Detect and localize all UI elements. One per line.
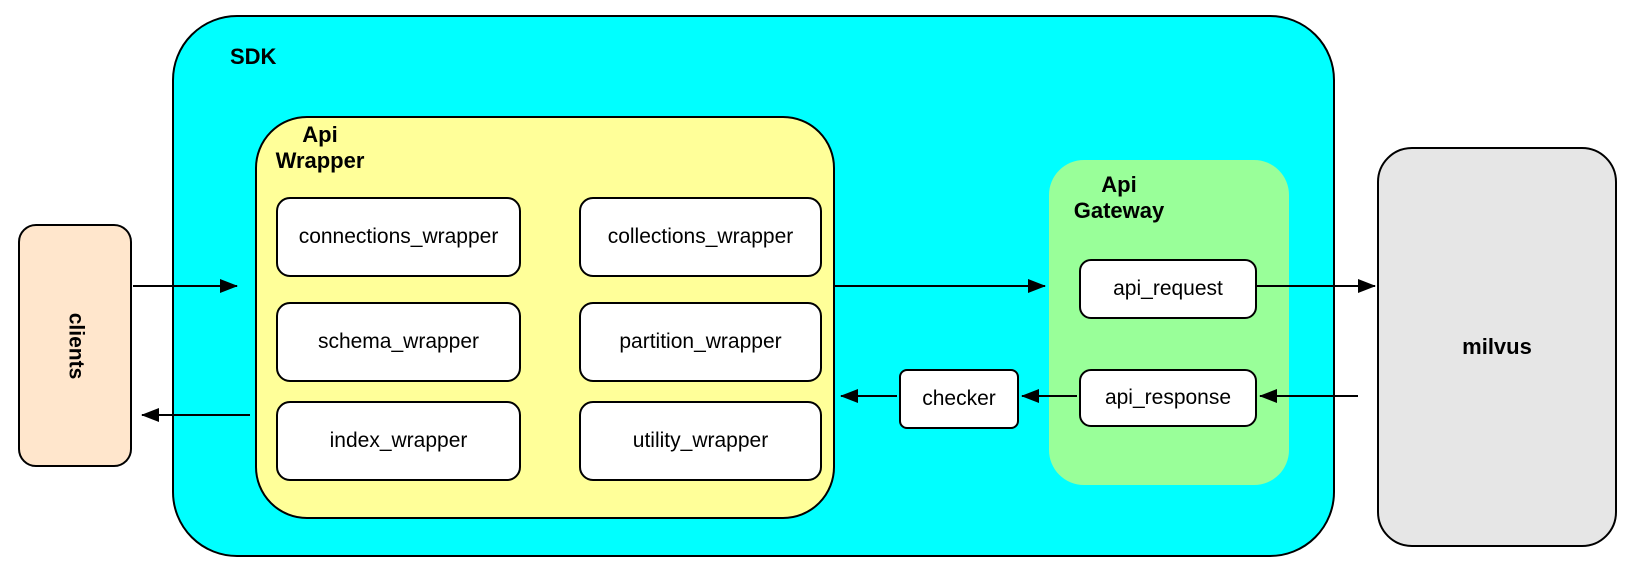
checker-node: checker bbox=[899, 369, 1019, 429]
clients-box: clients bbox=[18, 224, 132, 467]
api-wrapper-container: Api Wrapper connections_wrapper collecti… bbox=[255, 116, 835, 519]
schema-wrapper-node: schema_wrapper bbox=[276, 302, 521, 382]
api-wrapper-label: Api Wrapper bbox=[257, 122, 383, 174]
sdk-container: SDK Api Wrapper connections_wrapper coll… bbox=[172, 15, 1335, 557]
clients-label: clients bbox=[64, 312, 87, 379]
api-response-label: api_response bbox=[1104, 386, 1232, 409]
sdk-label: SDK bbox=[230, 44, 277, 69]
partition-wrapper-node: partition_wrapper bbox=[579, 302, 822, 382]
api-gateway-label: Api Gateway bbox=[1059, 172, 1179, 224]
api-wrapper-label-line1: Api bbox=[302, 122, 338, 147]
utility-wrapper-label: utility_wrapper bbox=[632, 429, 769, 452]
milvus-label: milvus bbox=[1462, 334, 1532, 359]
api-response-node: api_response bbox=[1079, 369, 1257, 427]
connections-wrapper-label: connections_wrapper bbox=[298, 225, 499, 248]
api-wrapper-label-line2: Wrapper bbox=[275, 148, 365, 173]
api-request-label: api_request bbox=[1113, 277, 1223, 300]
partition-wrapper-label: partition_wrapper bbox=[619, 330, 782, 353]
checker-label: checker bbox=[922, 387, 996, 410]
connections-wrapper-node: connections_wrapper bbox=[276, 197, 521, 277]
collections-wrapper-node: collections_wrapper bbox=[579, 197, 822, 277]
index-wrapper-node: index_wrapper bbox=[276, 401, 521, 481]
api-gateway-container: Api Gateway api_request api_response bbox=[1049, 160, 1289, 485]
schema-wrapper-label: schema_wrapper bbox=[317, 330, 480, 353]
api-gateway-label-line2: Gateway bbox=[1073, 198, 1165, 223]
utility-wrapper-node: utility_wrapper bbox=[579, 401, 822, 481]
milvus-box: milvus bbox=[1377, 147, 1617, 547]
collections-wrapper-label: collections_wrapper bbox=[607, 225, 794, 248]
api-gateway-label-line1: Api bbox=[1101, 172, 1137, 197]
index-wrapper-label: index_wrapper bbox=[329, 429, 468, 452]
api-request-node: api_request bbox=[1079, 259, 1257, 319]
